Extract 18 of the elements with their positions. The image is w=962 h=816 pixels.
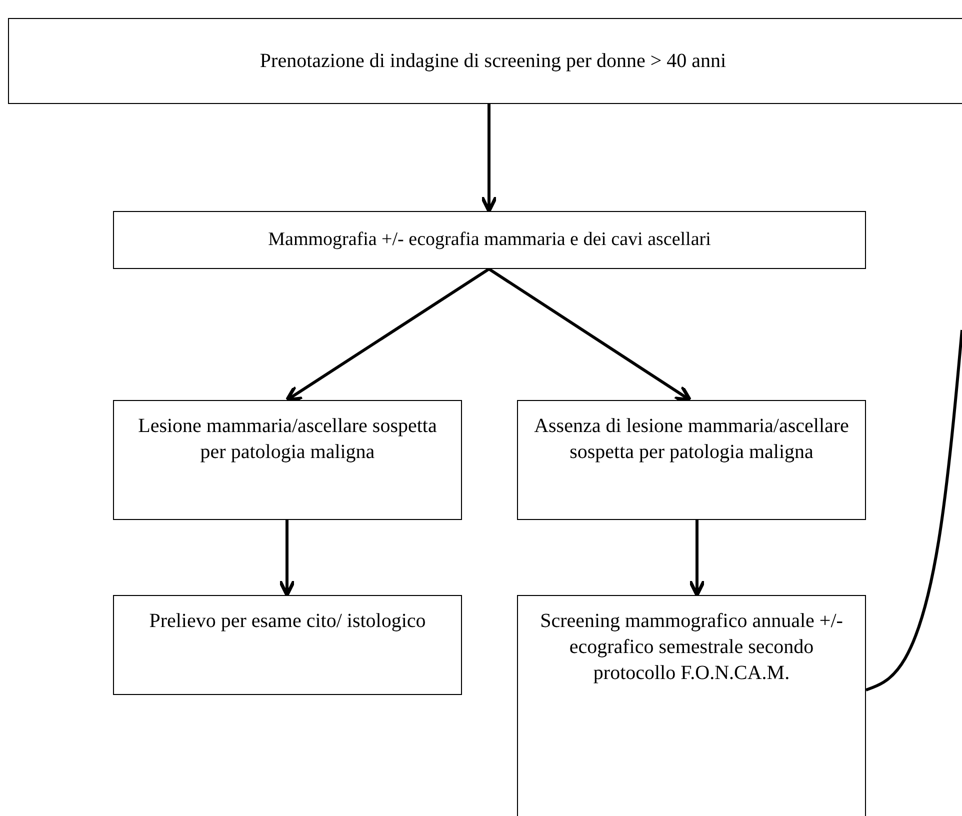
- arrow: [278, 520, 296, 597]
- arrow: [688, 520, 706, 597]
- arrow: [488, 268, 692, 402]
- arrow: [285, 268, 490, 402]
- box-text: Screening mammografico annuale +/- ecografico semestrale secondo protocollo F.O.N.CA.M.: [539, 609, 844, 686]
- process-box: [517, 595, 866, 816]
- box-text: Lesione mammaria/ascellare sospetta per patologia maligna: [137, 414, 438, 465]
- process-box: [517, 400, 866, 520]
- process-box: [113, 400, 462, 520]
- box-text: Prelievo per esame cito/ istologico: [149, 609, 426, 634]
- box-text: Assenza di lesione mammaria/ascellare sospetta per patologia maligna: [533, 414, 850, 465]
- process-box: [8, 18, 962, 104]
- box-text: Mammografia +/- ecografia mammaria e dei cavi ascellari: [268, 228, 711, 252]
- box-text: Prenotazione di indagine di screening per donne > 40 anni: [260, 49, 726, 74]
- process-box: [113, 595, 462, 695]
- arrow: [480, 104, 498, 213]
- curved-line: [865, 330, 962, 692]
- process-box: [113, 211, 866, 269]
